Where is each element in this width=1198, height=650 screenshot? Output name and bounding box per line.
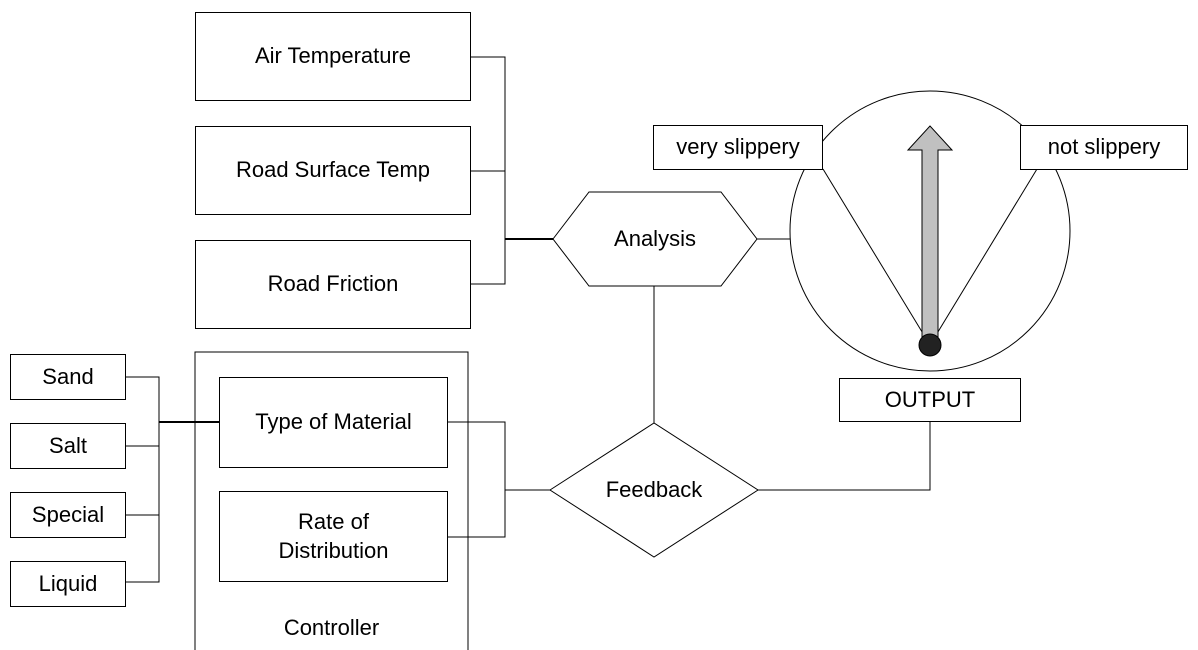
type-of-material-label: Type of Material <box>255 409 412 435</box>
controller-title: Controller <box>283 615 380 640</box>
rate-of-distribution-label: Rate of Distribution <box>278 508 389 563</box>
output-box: OUTPUT <box>839 378 1021 422</box>
sand-label: Sand <box>42 363 94 389</box>
rate-of-distribution-box: Rate of Distribution <box>219 491 448 582</box>
air-temperature-label: Air Temperature <box>254 43 412 69</box>
gauge-pivot <box>918 333 942 357</box>
not-slippery-box: not slippery <box>1020 125 1188 170</box>
type-of-material-box: Type of Material <box>219 377 448 468</box>
analysis-label: Analysis <box>614 226 696 251</box>
material-bracket <box>126 376 160 583</box>
sand-box: Sand <box>10 354 126 400</box>
road-surface-temp-label: Road Surface Temp <box>235 157 431 183</box>
gauge-left-range-line <box>822 168 931 346</box>
liquid-label: Liquid <box>38 570 98 596</box>
very-slippery-label: very slippery <box>676 134 800 160</box>
liquid-box: Liquid <box>10 561 126 607</box>
controller-bracket <box>448 421 506 538</box>
feedback-to-output-line <box>758 422 931 491</box>
salt-box: Salt <box>10 423 126 469</box>
special-label: Special <box>31 501 105 527</box>
feedback-label: Feedback <box>605 477 703 502</box>
special-box: Special <box>10 492 126 538</box>
very-slippery-box: very slippery <box>653 125 823 170</box>
road-friction-box: Road Friction <box>195 240 471 329</box>
gauge-needle <box>906 125 954 346</box>
output-label: OUTPUT <box>884 386 976 412</box>
road-friction-label: Road Friction <box>267 271 399 297</box>
air-temperature-box: Air Temperature <box>195 12 471 101</box>
salt-label: Salt <box>49 432 87 458</box>
road-surface-temp-box: Road Surface Temp <box>195 126 471 215</box>
not-slippery-label: not slippery <box>1047 134 1161 160</box>
controller-outline <box>194 351 469 650</box>
gauge-right-range-line <box>929 168 1038 346</box>
